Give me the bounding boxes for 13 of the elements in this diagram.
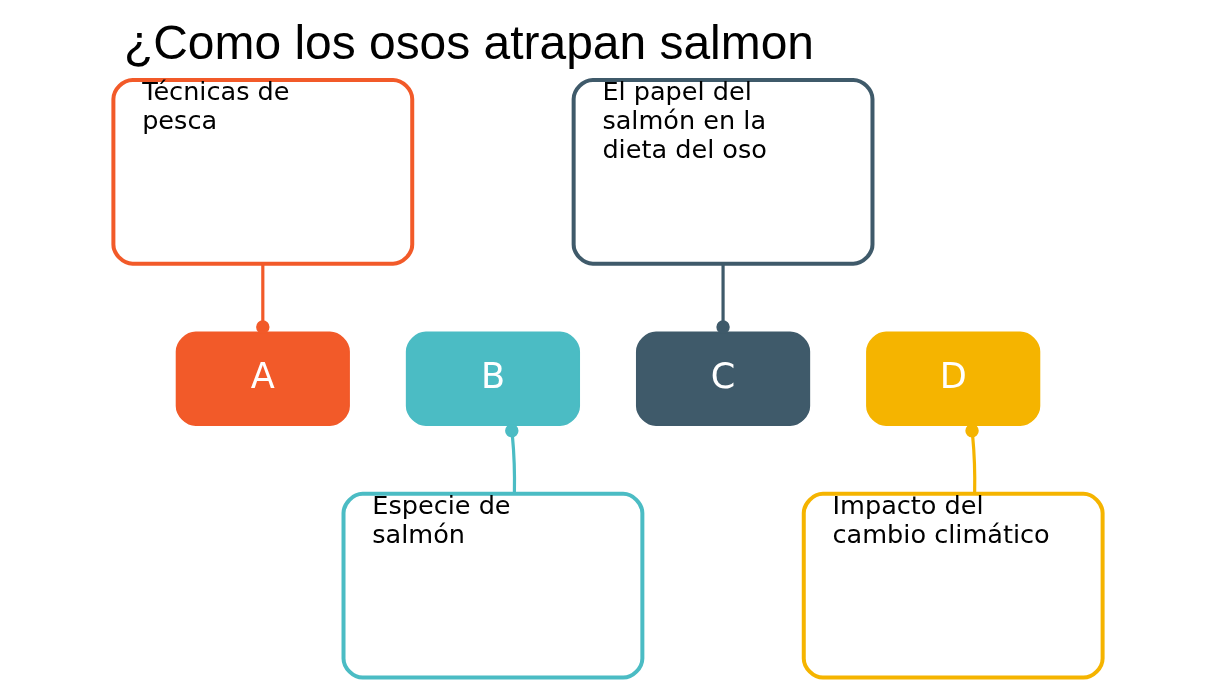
node-box: C (635, 331, 810, 426)
node-box: Especie de salmón (341, 491, 644, 680)
node-box: Técnicas de pesca (110, 77, 414, 266)
connector (504, 423, 518, 494)
node-box: Impacto del cambio climático (801, 491, 1105, 680)
connector (255, 263, 270, 334)
node-box: A (175, 331, 350, 426)
diagram-title: ¿Como los osos atrapan salmon (123, 16, 814, 70)
connector (715, 263, 730, 334)
node-box: El papel del salmón en la dieta del oso (571, 77, 874, 266)
connector (964, 423, 979, 494)
node-box: D (865, 331, 1040, 426)
node-box: B (405, 331, 580, 426)
